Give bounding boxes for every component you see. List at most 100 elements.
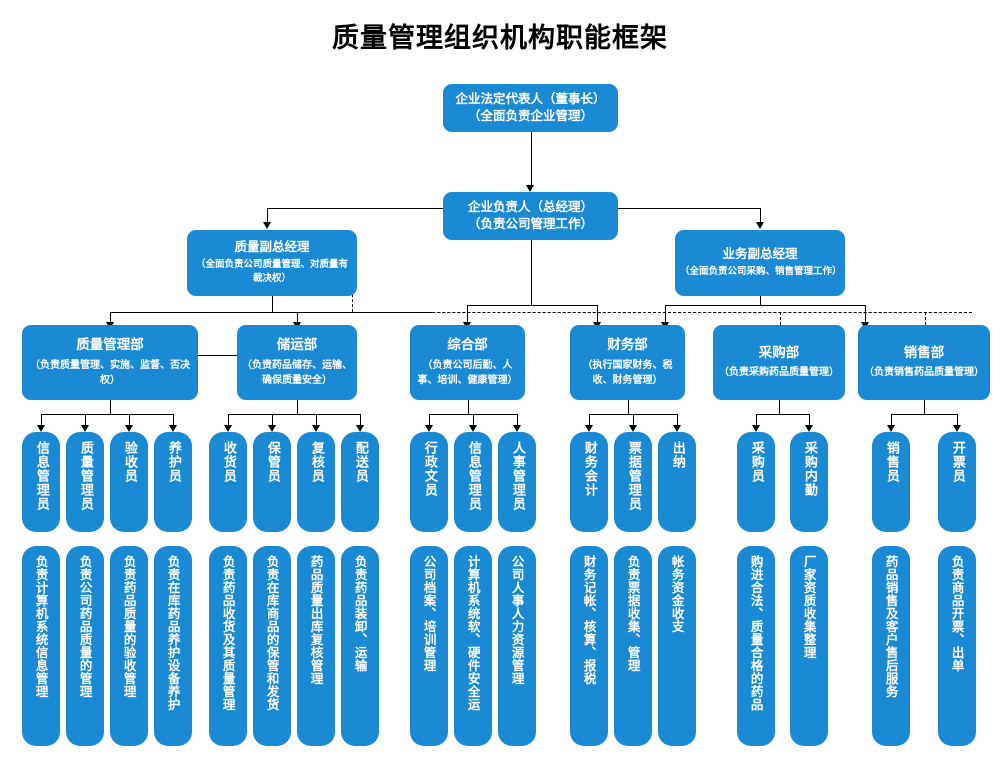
role-box-sales-0[interactable]: 销售员 bbox=[872, 432, 910, 532]
role-box-finance-2[interactable]: 出纳 bbox=[658, 432, 696, 532]
connector-line bbox=[665, 305, 865, 306]
role-box-finance-1[interactable]: 票据管理员 bbox=[614, 432, 652, 532]
duty-box-quality-management-0[interactable]: 负责计算机系统信息管理 bbox=[22, 546, 60, 746]
role-box-quality-management-0[interactable]: 信息管理员 bbox=[22, 432, 60, 532]
role-label: 人事管理员 bbox=[509, 441, 525, 511]
duty-box-general-affairs-0[interactable]: 公司档案、培训管理 bbox=[410, 546, 448, 746]
duty-box-quality-management-2[interactable]: 负责药品质量的验收管理 bbox=[110, 546, 148, 746]
duty-label: 负责票据收集、管理 bbox=[625, 555, 641, 672]
role-label: 配送员 bbox=[352, 441, 368, 483]
role-box-storage-transport-0[interactable]: 收货员 bbox=[209, 432, 247, 532]
role-box-storage-transport-1[interactable]: 保管员 bbox=[253, 432, 291, 532]
role-label: 信息管理员 bbox=[465, 441, 481, 511]
duty-label: 负责在库商品的保管和发货 bbox=[264, 555, 280, 711]
connector-line bbox=[779, 400, 780, 414]
arrow-head-down bbox=[168, 425, 177, 432]
role-box-purchasing-1[interactable]: 采购内勤 bbox=[790, 432, 828, 532]
duty-box-purchasing-1[interactable]: 厂家资质收集整理 bbox=[790, 546, 828, 746]
arrow-head-down bbox=[751, 425, 760, 432]
role-box-general-affairs-1[interactable]: 信息管理员 bbox=[454, 432, 492, 532]
duty-box-storage-transport-1[interactable]: 负责在库商品的保管和发货 bbox=[253, 546, 291, 746]
department-title: 采购部 bbox=[758, 345, 800, 362]
duty-label: 财务记帐、核算、报税 bbox=[581, 555, 597, 685]
duty-box-storage-transport-3[interactable]: 负责药品装卸、运输 bbox=[341, 546, 379, 746]
role-label: 出纳 bbox=[669, 441, 685, 469]
department-box-general-affairs[interactable]: 综合部（负责公司后勤、人事、培训、健康管理） bbox=[410, 325, 525, 400]
connector-line bbox=[589, 414, 590, 425]
role-label: 保管员 bbox=[264, 441, 280, 483]
connector-line bbox=[129, 414, 130, 425]
duty-box-general-affairs-2[interactable]: 公司人事人力资源管理 bbox=[498, 546, 536, 746]
node-quality-vp-subtitle: （全面负责公司质量管理、对质量有裁决权） bbox=[195, 259, 348, 285]
connector-line bbox=[957, 414, 958, 425]
node-chairman[interactable]: 企业法定代表人（董事长） （全面负责企业管理） bbox=[443, 84, 618, 132]
duty-label: 计算机系统软、硬件安全运 bbox=[465, 555, 481, 711]
node-business-vp[interactable]: 业务副总经理 （全面负责公司采购、销售管理工作） bbox=[675, 230, 845, 296]
connector-line bbox=[924, 400, 925, 414]
arrow-head-down bbox=[124, 425, 133, 432]
role-box-general-affairs-0[interactable]: 行政文员 bbox=[410, 432, 448, 532]
dashed-connector bbox=[352, 312, 972, 313]
department-subtitle: （执行国家财务、税收、财务管理） bbox=[582, 359, 673, 387]
connector-line bbox=[627, 400, 629, 414]
arrow-head-down bbox=[262, 222, 271, 229]
arrow-head-down bbox=[36, 425, 45, 432]
department-box-quality-management[interactable]: 质量管理部（负责质量管理、实施、监督、否决权） bbox=[22, 325, 198, 400]
duty-label: 公司档案、培训管理 bbox=[421, 555, 437, 672]
duty-box-finance-2[interactable]: 帐务资金收支 bbox=[658, 546, 696, 746]
arrow-head-down bbox=[355, 425, 364, 432]
role-box-quality-management-2[interactable]: 验收员 bbox=[110, 432, 148, 532]
duty-label: 负责在库药品养护设备养护 bbox=[165, 555, 181, 711]
role-box-finance-0[interactable]: 财务会计 bbox=[570, 432, 608, 532]
role-box-storage-transport-3[interactable]: 配送员 bbox=[341, 432, 379, 532]
role-box-storage-transport-2[interactable]: 复核员 bbox=[297, 432, 335, 532]
role-box-purchasing-0[interactable]: 采购员 bbox=[737, 432, 775, 532]
duty-box-sales-0[interactable]: 药品销售及客户售后服务 bbox=[872, 546, 910, 746]
duty-box-storage-transport-2[interactable]: 药品质量出库复核管理 bbox=[297, 546, 335, 746]
connector-line bbox=[467, 305, 597, 306]
duty-label: 负责计算机系统信息管理 bbox=[33, 555, 49, 698]
department-box-finance[interactable]: 财务部（执行国家财务、税收、财务管理） bbox=[570, 325, 685, 400]
duty-box-finance-0[interactable]: 财务记帐、核算、报税 bbox=[570, 546, 608, 746]
role-box-sales-1[interactable]: 开票员 bbox=[938, 432, 976, 532]
connector-line bbox=[429, 414, 430, 425]
department-subtitle: （负责销售药品质量管理） bbox=[864, 367, 984, 379]
duty-label: 厂家资质收集整理 bbox=[801, 555, 817, 659]
connector-line bbox=[267, 208, 268, 222]
connector-line bbox=[110, 312, 111, 322]
duty-box-quality-management-1[interactable]: 负责公司药品质量的管理 bbox=[66, 546, 104, 746]
arrow-head-down bbox=[223, 425, 232, 432]
duty-box-general-affairs-1[interactable]: 计算机系统软、硬件安全运 bbox=[454, 546, 492, 746]
connector-line bbox=[756, 414, 809, 415]
duty-box-storage-transport-0[interactable]: 负责药品收货及其质量管理 bbox=[209, 546, 247, 746]
connector-line bbox=[110, 312, 434, 313]
department-box-sales[interactable]: 销售部（负责销售药品质量管理） bbox=[858, 325, 990, 400]
duty-box-finance-1[interactable]: 负责票据收集、管理 bbox=[614, 546, 652, 746]
arrow-head-down bbox=[628, 425, 637, 432]
connector-line bbox=[297, 312, 298, 322]
node-chairman-title: 企业法定代表人（董事长） bbox=[455, 91, 606, 107]
connector-line bbox=[173, 414, 174, 425]
role-label: 行政文员 bbox=[421, 441, 437, 497]
role-box-quality-management-3[interactable]: 养护员 bbox=[154, 432, 192, 532]
department-subtitle: （负责药品储存、运输、确保质量安全） bbox=[242, 359, 352, 387]
node-quality-vp[interactable]: 质量副总经理 （全面负责公司质量管理、对质量有裁决权） bbox=[187, 230, 357, 296]
department-box-purchasing[interactable]: 采购部（负责采购药品质量管理） bbox=[713, 325, 845, 400]
arrow-head-down bbox=[311, 425, 320, 432]
role-box-general-affairs-2[interactable]: 人事管理员 bbox=[498, 432, 536, 532]
node-general-manager-title: 企业负责人（总经理） bbox=[467, 199, 593, 215]
role-label: 销售员 bbox=[883, 441, 899, 483]
connector-line bbox=[760, 208, 761, 222]
connector-line bbox=[110, 400, 111, 414]
connector-line bbox=[228, 414, 360, 415]
arrow-head-down bbox=[468, 425, 477, 432]
duty-box-quality-management-3[interactable]: 负责在库药品养护设备养护 bbox=[154, 546, 192, 746]
role-box-quality-management-1[interactable]: 质量管理员 bbox=[66, 432, 104, 532]
dashed-connector bbox=[780, 312, 781, 330]
duty-box-purchasing-0[interactable]: 购进合法、质量合格的药品 bbox=[737, 546, 775, 746]
node-general-manager[interactable]: 企业负责人（总经理） （负责公司管理工作） bbox=[443, 192, 618, 240]
department-box-storage-transport[interactable]: 储运部（负责药品储存、运输、确保质量安全） bbox=[237, 325, 357, 400]
dashed-connector bbox=[597, 312, 598, 330]
connector-line bbox=[85, 414, 86, 425]
duty-box-sales-1[interactable]: 负责商品开票、出单 bbox=[938, 546, 976, 746]
